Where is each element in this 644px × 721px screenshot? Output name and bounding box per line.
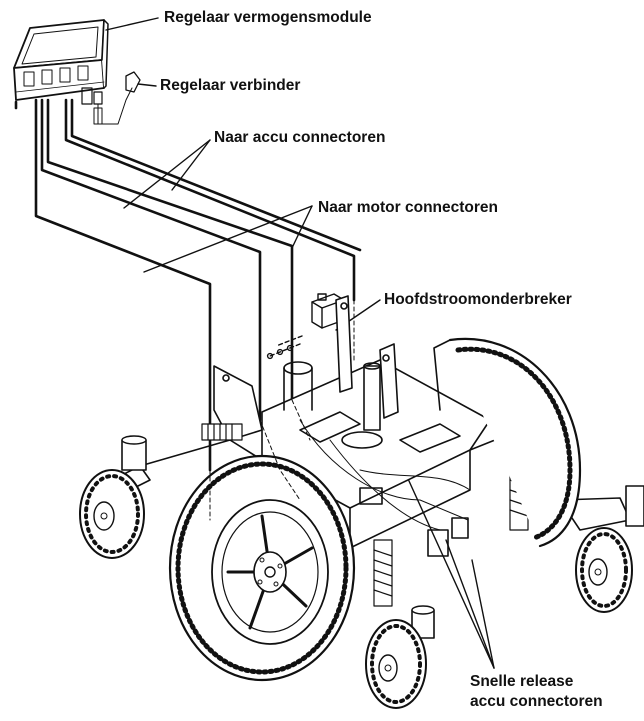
caster-rear-left: [365, 605, 435, 709]
label-circuit-breaker: Hoofdstroomonderbreker: [384, 291, 572, 308]
label-quick-release-line2: accu connectoren: [470, 693, 603, 710]
label-controller-connector: Regelaar verbinder: [160, 77, 301, 94]
label-quick-release-connectors: Snelle release accu connectoren: [470, 672, 603, 712]
right-drive-wheel: [433, 337, 582, 548]
leader-lines: [105, 17, 495, 669]
chassis-frame: [119, 295, 631, 557]
caster-front-right: [575, 485, 644, 613]
label-motor-connectors: Naar motor connectoren: [318, 199, 499, 216]
left-drive-wheel: [168, 454, 356, 682]
label-quick-release-line1: Snelle release: [470, 673, 574, 690]
power-module: [13, 19, 109, 101]
circuit-breaker: [266, 293, 345, 360]
label-battery-connectors: Naar accu connectoren: [214, 129, 386, 146]
caster-front-left: [79, 435, 147, 559]
controller-connector: [81, 71, 141, 125]
label-power-module: Regelaar vermogensmodule: [164, 9, 372, 26]
cable-harness: [14, 98, 362, 472]
cable-routing-dashed: [209, 299, 355, 521]
